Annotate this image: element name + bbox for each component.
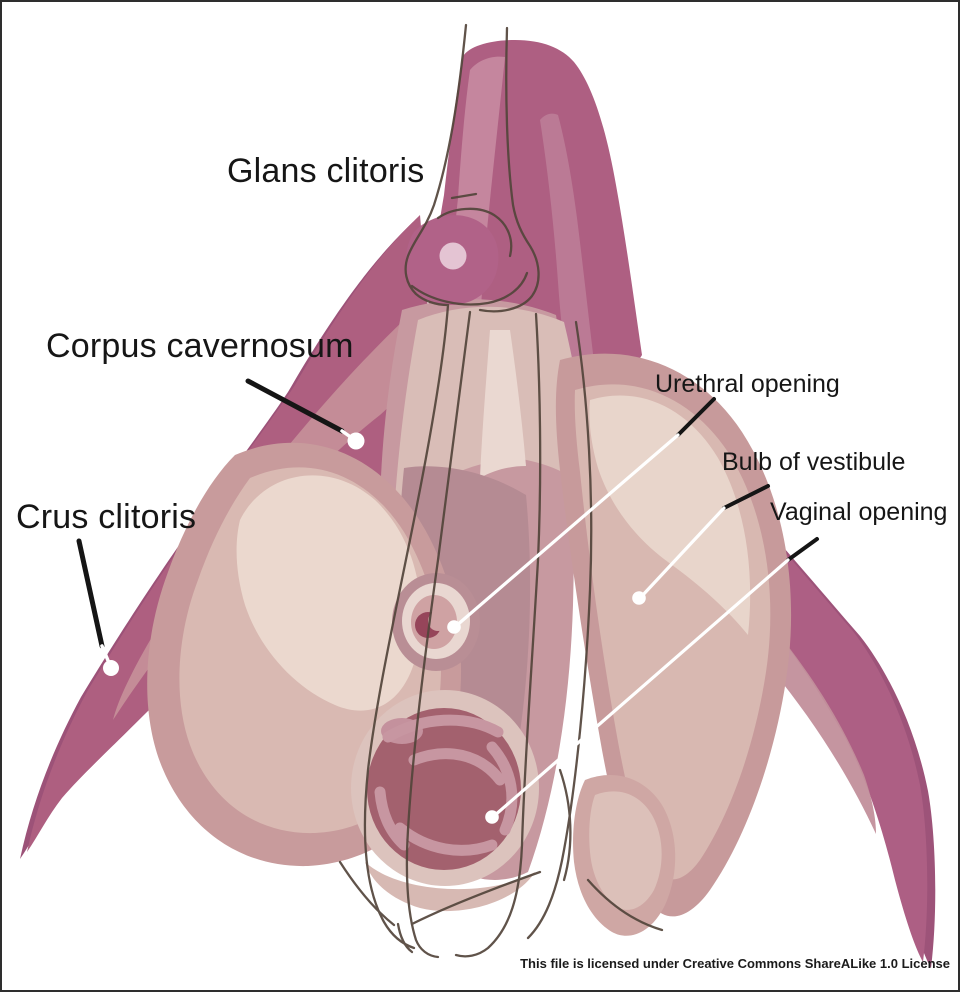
label-urethral-opening: Urethral opening <box>655 370 840 398</box>
urethral-leader-black <box>676 397 716 437</box>
crus-label-dot <box>103 660 119 676</box>
glans-knob <box>405 215 499 306</box>
shaft-hood-band <box>540 113 596 400</box>
crus-leader-white <box>100 644 111 665</box>
vestibular-bulbs <box>147 353 792 936</box>
vaginal-leader-black <box>786 537 819 562</box>
license-text: This file is licensed under Creative Com… <box>520 956 950 971</box>
sketch-bottom-tail <box>396 922 414 954</box>
sketch-inner-line-right <box>454 312 542 958</box>
leader-lines <box>76 378 819 824</box>
urethral-opening-shape <box>392 573 480 671</box>
vulva-sketch-lines <box>338 23 664 959</box>
crus-leader-black <box>76 538 105 649</box>
sketch-hood-bottom-arc <box>410 271 529 306</box>
vestibule-light-strip <box>480 330 526 478</box>
left-bulb-highlight <box>236 475 421 711</box>
label-crus-clitoris: Crus clitoris <box>16 498 197 536</box>
urethral-label-dot <box>447 620 461 634</box>
bulb-leader-white <box>639 506 726 599</box>
glans-tip-highlight <box>439 242 467 270</box>
sketch-hood-top-arc <box>436 207 513 258</box>
sketch-right-arc-2 <box>586 878 664 932</box>
sketch-far-right-line <box>526 320 593 940</box>
label-glans-clitoris: Glans clitoris <box>227 152 425 190</box>
urethral-leader-white <box>454 433 680 628</box>
sketch-inner-line-left <box>405 310 472 959</box>
label-vaginal-opening: Vaginal opening <box>770 498 948 526</box>
right-bulb-highlight <box>589 395 751 635</box>
corpus-label-dot <box>347 432 365 450</box>
bulb-label-dot <box>632 591 646 605</box>
sketch-left-outer-line <box>363 23 468 950</box>
label-corpus-cavernosum: Corpus cavernosum <box>46 327 354 365</box>
vagina-swirls <box>374 714 518 856</box>
vaginal-label-dot <box>485 810 499 824</box>
sketch-bottom-fan-line <box>410 870 542 926</box>
right-lower-lobe-light <box>589 791 662 910</box>
corpus-leader-black <box>245 378 345 434</box>
vaginal-opening-shape <box>351 690 539 886</box>
label-bulb-of-vestibule: Bulb of vestibule <box>722 448 906 476</box>
sketch-glans-dash <box>450 192 478 200</box>
urethra-crescent-bite <box>428 611 448 631</box>
sketch-right-outer-line <box>478 26 540 313</box>
bulb-leader-black <box>722 484 770 510</box>
sketch-bottom-left-line <box>338 860 396 927</box>
vaginal-leader-white <box>492 558 790 818</box>
sketch-right-arc-1 <box>558 768 572 882</box>
